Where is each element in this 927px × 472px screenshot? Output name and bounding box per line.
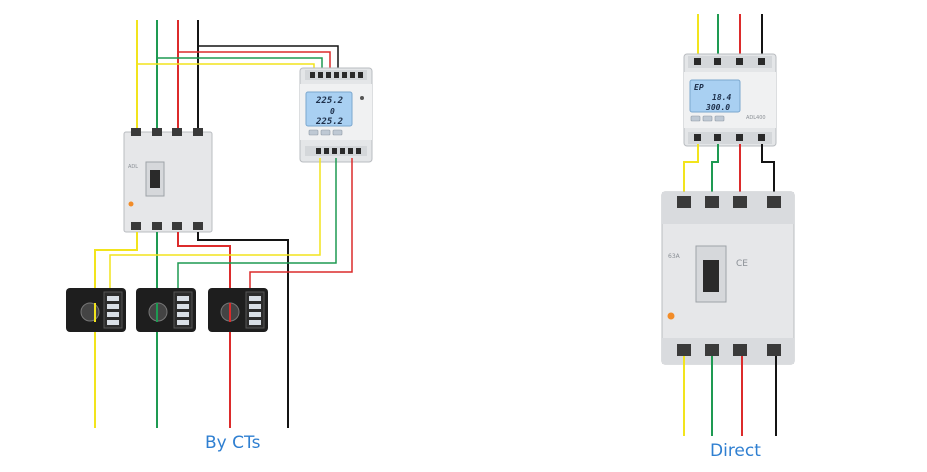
svg-text:ADL: ADL — [128, 164, 138, 170]
meter-right-lcd-line2: 18.4 — [712, 93, 731, 102]
meter-left-lcd-line3: 225.2 — [315, 117, 343, 127]
breaker-rating: 63A — [668, 253, 681, 260]
right-direct-diagram: EP 18.4 300.0 ADL400 — [661, 14, 795, 436]
mid-wires-right — [683, 144, 775, 196]
meter-right-lcd — [689, 79, 741, 113]
breaker-right: CE 63A — [661, 191, 795, 365]
meter-right-lcd-line3: 300.0 — [705, 103, 730, 112]
meter-left-lcd-line1: 225.2 — [315, 96, 343, 106]
ct-yellow — [66, 288, 126, 332]
output-wires-left — [94, 232, 289, 428]
breaker-left: ADL — [123, 128, 213, 233]
breaker-mark: CE — [736, 259, 748, 269]
ct-red — [208, 288, 268, 332]
left-by-cts-diagram: 225.2 0 225.2 — [66, 20, 373, 428]
meter-left-lcd-line2: 0 — [330, 107, 335, 116]
meter-left: 225.2 0 225.2 — [299, 67, 373, 163]
meter-right-lcd-line1: EP — [694, 83, 704, 92]
ct-green — [136, 288, 196, 332]
supply-wires-left — [136, 20, 199, 130]
output-wires-right — [683, 356, 777, 436]
meter-left-lcd — [305, 91, 353, 127]
ct-secondary-wires — [109, 158, 353, 300]
meter-right: EP 18.4 300.0 ADL400 — [683, 53, 777, 147]
direct-label: Direct — [710, 441, 761, 461]
by-cts-label: By CTs — [205, 433, 261, 453]
supply-wires-right — [697, 14, 763, 56]
meter-right-model: ADL400 — [746, 115, 766, 121]
